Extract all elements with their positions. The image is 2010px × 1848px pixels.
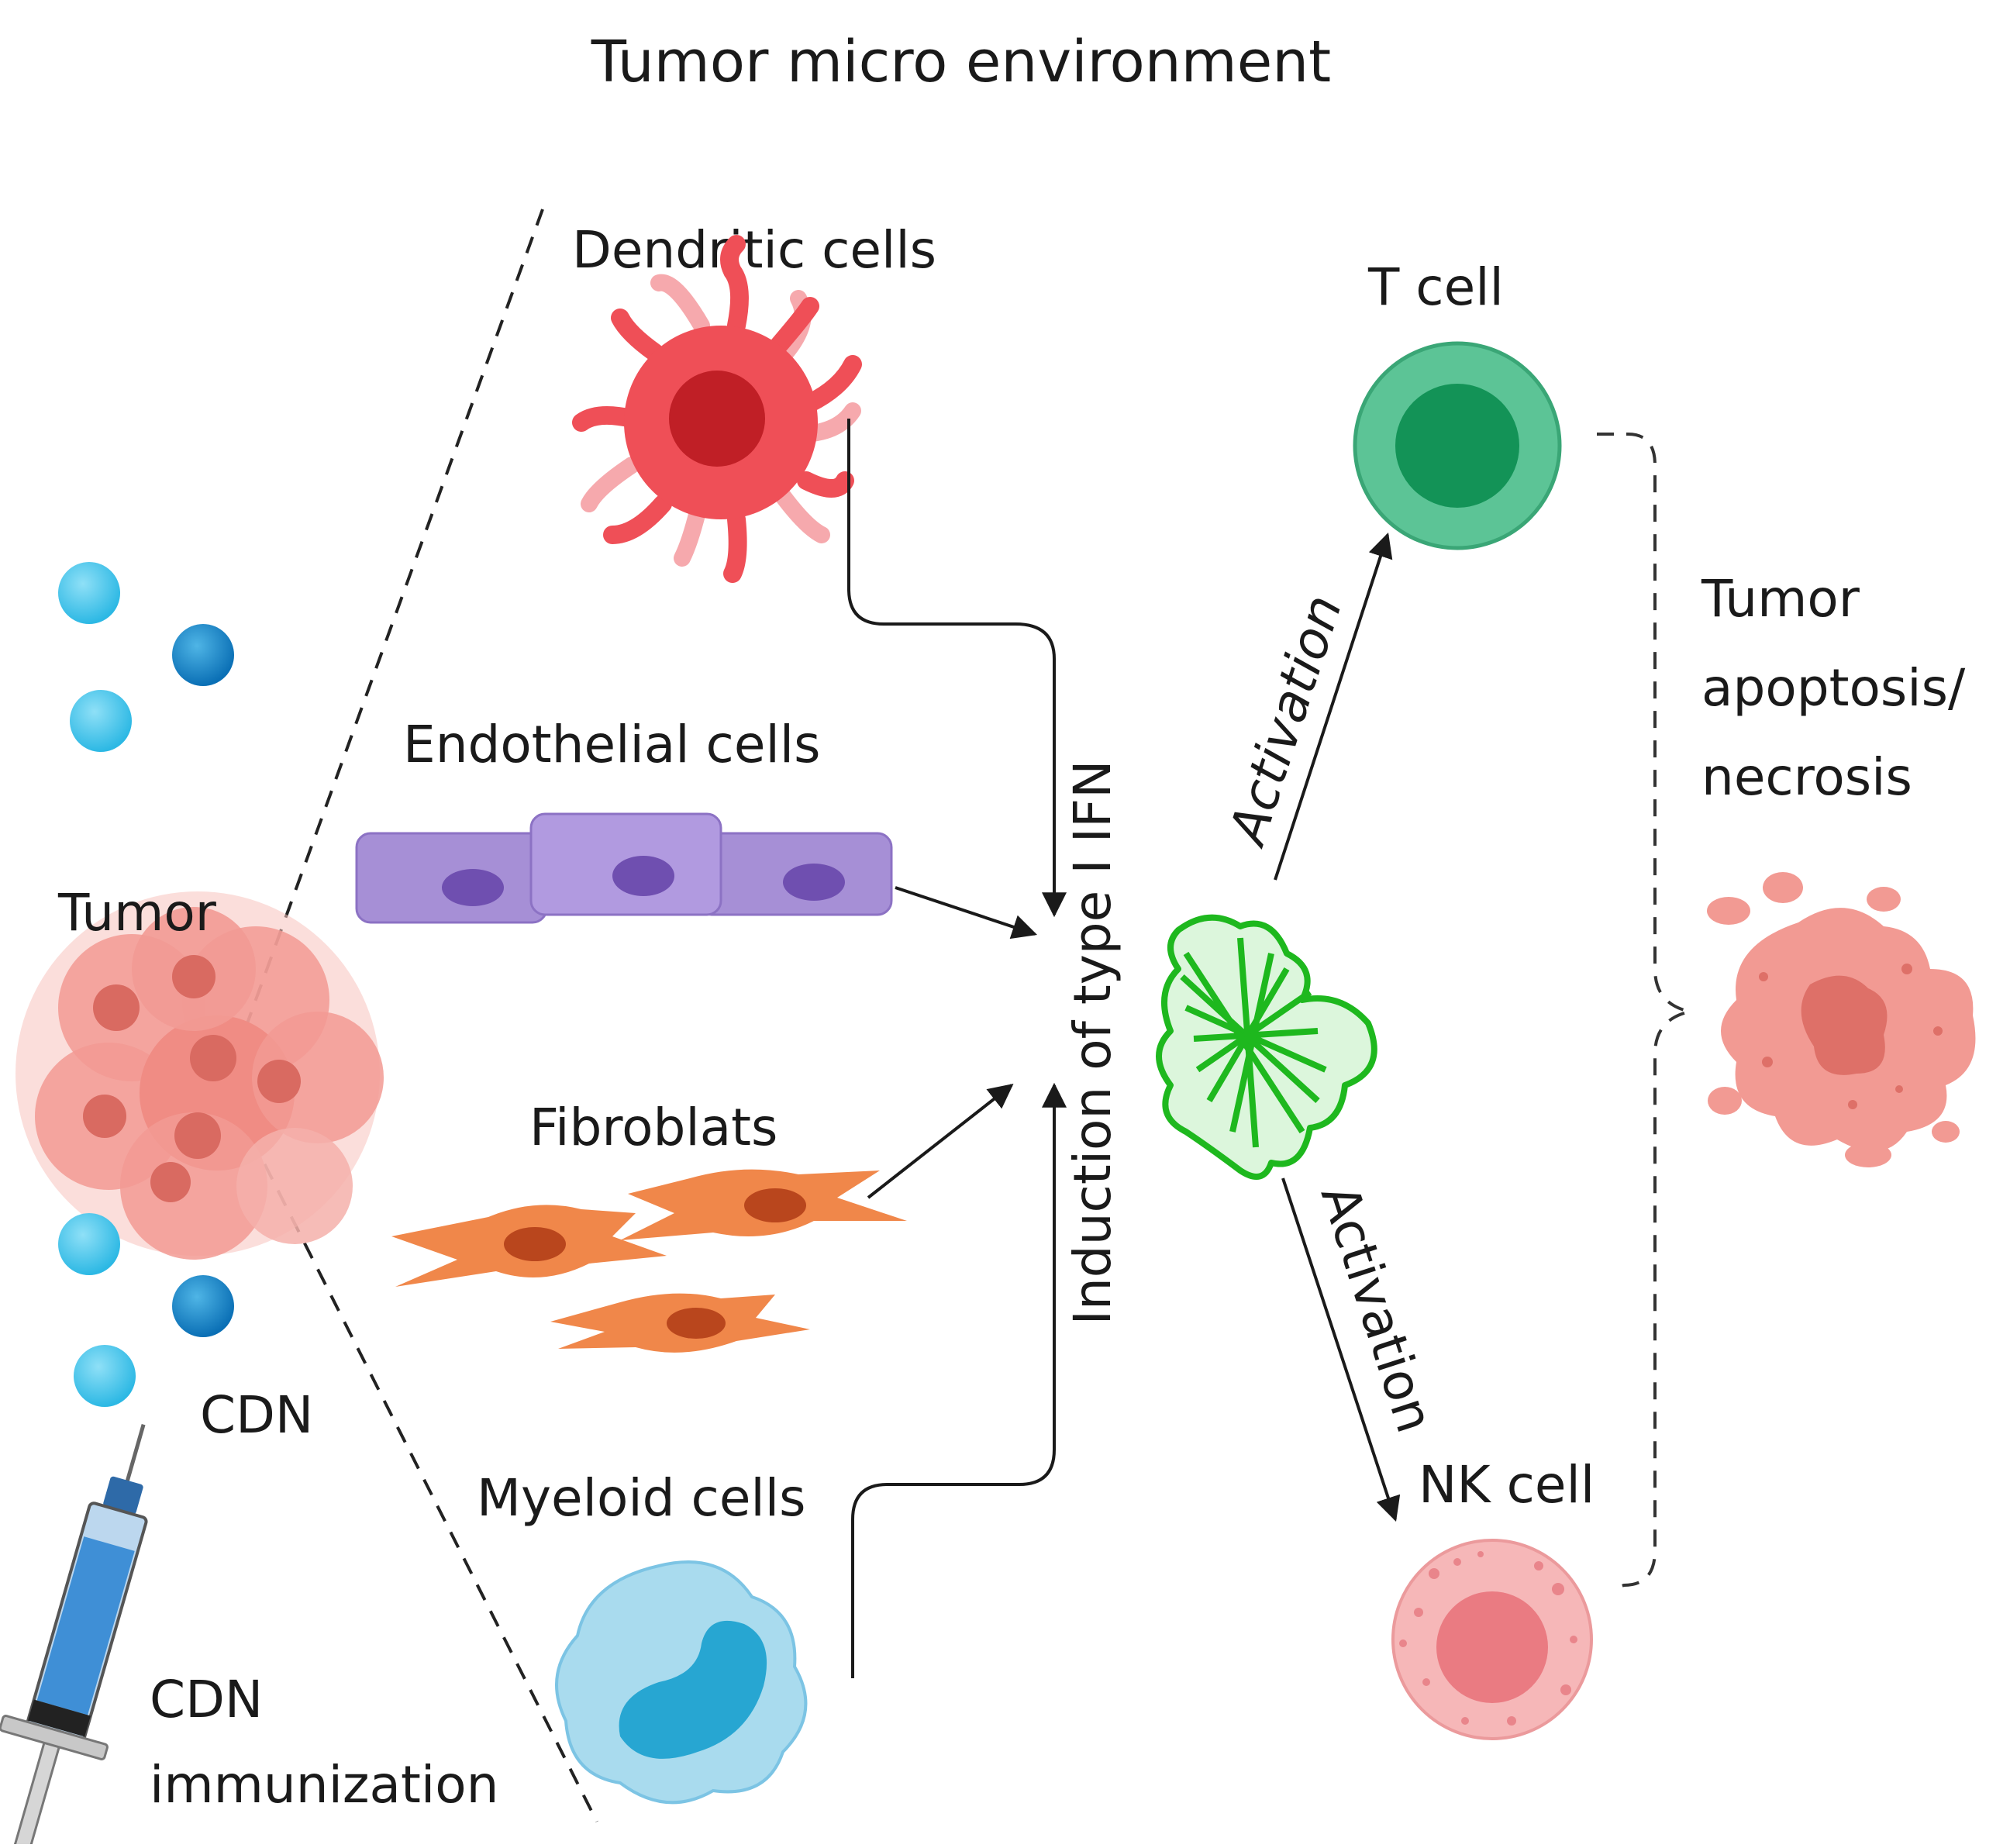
- fibroblasts-icon: [391, 1169, 907, 1353]
- induction-type-i-ifn-label: Induction of type I IFN: [1063, 760, 1122, 1326]
- cdn-immunization-label-line2: immunization: [150, 1755, 498, 1815]
- myeloid-cells-label: Myeloid cells: [477, 1468, 806, 1528]
- ifn-protein-icon: [1156, 914, 1377, 1180]
- t-cell-label: T cell: [1367, 257, 1504, 317]
- syringe-icon: [0, 1424, 148, 1848]
- arrow-myeloid-to-induction: [851, 1082, 1067, 1678]
- tumor-cluster-icon: [16, 891, 384, 1260]
- cdn-beads-lower: [58, 1213, 234, 1407]
- endothelial-cells-label: Endothelial cells: [403, 715, 821, 774]
- outcome-label-line3: necrosis: [1701, 747, 1912, 807]
- diagram-title: Tumor micro environment: [591, 29, 1331, 95]
- t-cell-icon: [1353, 341, 1562, 550]
- outcome-label-line1: Tumor: [1701, 569, 1860, 629]
- cdn-label: CDN: [200, 1385, 313, 1445]
- apoptotic-tumor-cell-icon: [1707, 872, 1976, 1167]
- fibroblasts-label: Fibroblats: [529, 1098, 777, 1157]
- dendritic-cells-label: Dendritic cells: [572, 220, 936, 280]
- nk-cell-label: NK cell: [1419, 1455, 1595, 1515]
- cone-lower-dashed-line: [223, 1084, 598, 1822]
- arrow-dendritic-to-induction: [847, 419, 1067, 918]
- arrow-fibroblasts-to-induction: [867, 1084, 1014, 1199]
- endothelial-cells-icon: [355, 812, 893, 924]
- outcome-bracket-dashed: [1597, 433, 1691, 1591]
- arrow-endothelial-to-induction: [895, 886, 1038, 940]
- arrow-activation-to-nk-cell: [1281, 1177, 1401, 1522]
- myeloid-cell-icon: [555, 1560, 808, 1805]
- cdn-beads-upper: [58, 562, 234, 752]
- arrow-activation-to-t-cell: [1274, 532, 1393, 881]
- outcome-label-line2: apoptosis/: [1701, 658, 1966, 718]
- activation-label-top: Activation: [1217, 588, 1354, 853]
- activation-label-bottom: Activation: [1309, 1177, 1445, 1439]
- nk-cell-icon: [1391, 1539, 1593, 1740]
- dendritic-cell-icon: [572, 235, 862, 583]
- tumor-label: Tumor: [57, 883, 217, 943]
- cdn-immunization-label-line1: CDN: [150, 1670, 263, 1729]
